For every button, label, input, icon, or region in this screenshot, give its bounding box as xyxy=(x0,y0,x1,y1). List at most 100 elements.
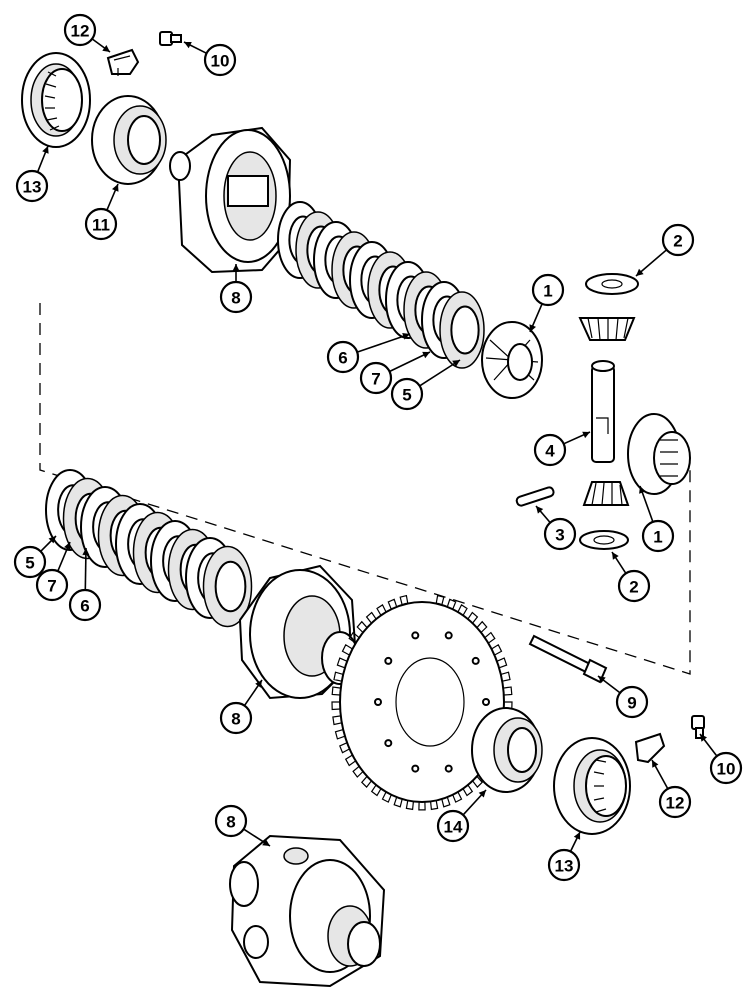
callout-number: 8 xyxy=(231,289,240,308)
part-8-assembled-case xyxy=(229,834,386,988)
callout-circle xyxy=(15,169,49,203)
callout-c11: 11 xyxy=(84,183,119,241)
callout-circle xyxy=(661,223,695,257)
callout-circle xyxy=(436,809,470,843)
callout-arrowhead xyxy=(112,184,119,192)
callout-arrowhead xyxy=(639,486,646,494)
callout-c8a: 8 xyxy=(219,264,253,314)
part-8-case-half-middle xyxy=(238,564,359,700)
part-11-bearing-top xyxy=(91,95,167,185)
callout-number: 5 xyxy=(25,554,34,573)
callout-circle xyxy=(658,785,692,819)
callout-number: 13 xyxy=(23,178,42,197)
clutch-pack-top xyxy=(277,201,485,369)
callout-number: 10 xyxy=(211,52,230,71)
callout-circle xyxy=(641,519,675,553)
assembly-guide-dashed-line xyxy=(39,303,691,675)
ring-gear xyxy=(331,594,513,811)
callout-arrowhead xyxy=(184,42,192,49)
callout-number: 7 xyxy=(371,370,380,389)
part-1-pinion-gear-lower xyxy=(582,481,630,506)
callout-number: 8 xyxy=(231,710,240,729)
callout-number: 14 xyxy=(444,818,463,837)
callout-arrowhead xyxy=(529,324,536,332)
callout-leader-line xyxy=(84,547,87,591)
part-9-bolt xyxy=(528,634,608,684)
callout-c12a: 12 xyxy=(63,13,111,53)
callout-number: 2 xyxy=(673,232,682,251)
callout-c9: 9 xyxy=(597,675,649,719)
callout-number: 1 xyxy=(543,282,552,301)
part-14-bearing xyxy=(471,707,543,793)
part-13-adjusting-nut-bottom xyxy=(553,737,631,835)
callout-circle xyxy=(84,207,118,241)
callout-number: 3 xyxy=(555,526,564,545)
part-2-thrust-washer-upper xyxy=(585,273,639,295)
callout-arrowhead xyxy=(82,548,90,556)
callout-circle xyxy=(547,848,581,882)
callout-circle xyxy=(617,569,651,603)
callout-circle xyxy=(35,568,69,602)
callout-arrowhead xyxy=(573,832,581,840)
callout-c2b: 2 xyxy=(611,551,651,603)
callout-arrowhead xyxy=(452,360,460,367)
callout-arrowhead xyxy=(582,431,590,439)
part-1-side-gear-right xyxy=(627,413,691,495)
callout-c13b: 13 xyxy=(547,831,581,882)
callout-circle xyxy=(68,588,102,622)
callout-c10b: 10 xyxy=(699,733,743,785)
callout-c13a: 13 xyxy=(15,145,49,203)
callout-arrowhead xyxy=(422,351,430,359)
callout-leader-line xyxy=(419,359,461,387)
callout-c7b: 7 xyxy=(35,541,71,602)
callout-number: 8 xyxy=(226,813,235,832)
callout-c4: 4 xyxy=(533,431,591,467)
callout-c7a: 7 xyxy=(359,351,431,395)
part-13-adjusting-nut-top xyxy=(21,52,91,148)
part-1-side-gear-upper xyxy=(481,321,543,399)
callout-number: 10 xyxy=(717,760,736,779)
part-2-thrust-washer-lower xyxy=(579,530,629,550)
callout-arrowhead xyxy=(48,536,56,544)
callout-number: 12 xyxy=(71,22,90,41)
callout-arrowhead xyxy=(102,45,110,52)
callout-c6a: 6 xyxy=(326,333,411,374)
callout-c1a: 1 xyxy=(529,273,565,333)
clutch-pack-bottom xyxy=(45,469,253,628)
callout-arrowhead xyxy=(478,790,486,798)
part-1-pinion-gear-upper xyxy=(578,317,636,341)
callout-number: 12 xyxy=(666,794,685,813)
callout-c6b: 6 xyxy=(68,547,102,622)
callout-number: 6 xyxy=(80,597,89,616)
callout-circle xyxy=(709,751,743,785)
callout-number: 6 xyxy=(338,349,347,368)
callout-circle xyxy=(543,517,577,551)
callout-circle xyxy=(63,13,97,47)
callout-circle xyxy=(214,804,248,838)
callout-circle xyxy=(326,340,360,374)
callout-circle xyxy=(359,361,393,395)
part-3-pin xyxy=(515,486,555,507)
callout-c1b: 1 xyxy=(639,485,675,553)
callout-number: 11 xyxy=(92,216,110,235)
callout-arrowhead xyxy=(255,680,262,688)
callout-circle xyxy=(390,377,424,411)
callout-number: 7 xyxy=(47,577,56,596)
callout-arrowhead xyxy=(536,506,544,514)
part-10-bolt-top xyxy=(159,31,182,46)
callout-arrowhead xyxy=(42,146,49,154)
callout-number: 2 xyxy=(629,578,638,597)
callout-number: 9 xyxy=(627,694,636,713)
callout-arrowhead xyxy=(402,333,410,340)
callout-arrowhead xyxy=(652,760,659,768)
callout-arrowhead xyxy=(700,734,707,742)
callout-c5b: 5 xyxy=(13,535,57,579)
callout-c8b: 8 xyxy=(219,679,263,735)
callout-c12b: 12 xyxy=(651,759,692,819)
callout-arrowhead xyxy=(262,839,270,846)
callout-leader-line xyxy=(389,351,431,373)
callout-c8c: 8 xyxy=(214,804,271,847)
callout-c2a: 2 xyxy=(635,223,695,277)
callout-number: 5 xyxy=(402,386,411,405)
